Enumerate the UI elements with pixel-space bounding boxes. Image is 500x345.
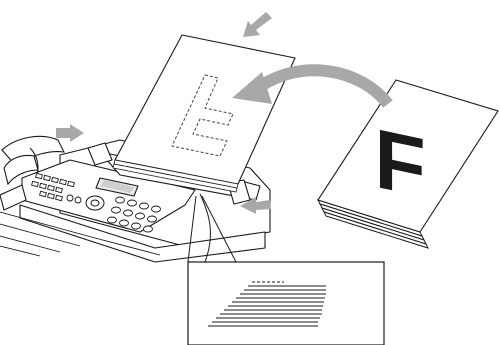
curved-arrow-icon <box>254 64 393 108</box>
curved-arrow-head <box>232 72 272 104</box>
document-stack-icon <box>317 79 499 249</box>
arrow-icon <box>56 12 272 214</box>
callout-box <box>187 261 385 345</box>
control-buttons-left <box>31 172 82 204</box>
document-feeding <box>112 34 296 193</box>
navigation-dial <box>85 195 105 211</box>
dashed-letter-outline <box>171 74 234 157</box>
numeric-keypad <box>107 196 161 233</box>
paper-tray-lines <box>0 211 161 257</box>
stack-letter: F <box>374 110 425 215</box>
handset-icon <box>0 135 65 211</box>
callout-paper-edges <box>208 281 326 327</box>
callout-leader-lines <box>187 193 237 263</box>
